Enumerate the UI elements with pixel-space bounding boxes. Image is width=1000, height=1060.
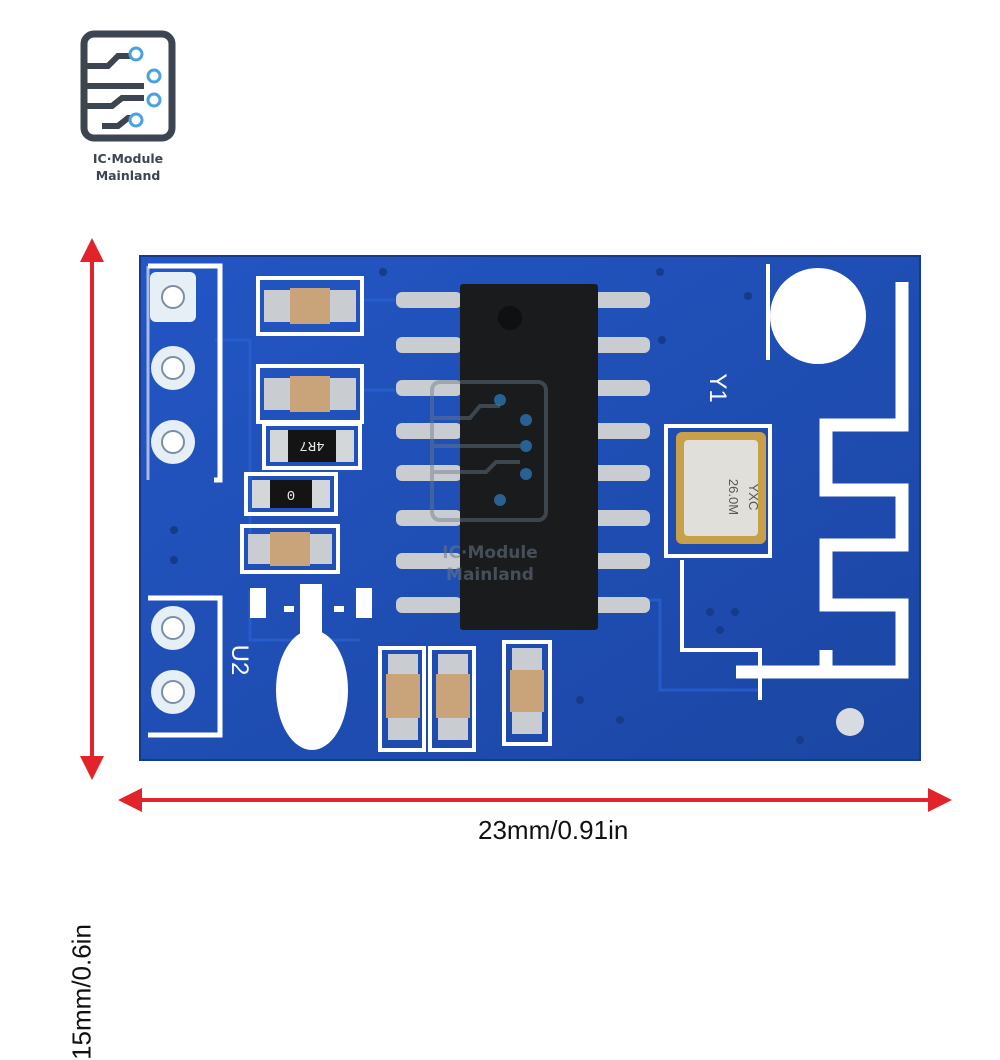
watermark-line2: Mainland <box>446 565 534 585</box>
zero-ohm-marking: 0 <box>287 489 295 505</box>
watermark-line1: IC·Module <box>442 543 537 563</box>
watermark-icon <box>430 380 548 522</box>
smd-capacitor-3 <box>240 524 340 574</box>
resistor-marking: 4R7 <box>299 437 324 453</box>
header-pins-bottom <box>151 606 195 714</box>
u2-label: U2 <box>226 645 253 676</box>
smd-resistor-zero: 0 <box>244 472 338 516</box>
smd-capacitor-5 <box>428 646 476 752</box>
ic-pins-left <box>396 292 462 613</box>
ic-pins-right <box>584 292 650 613</box>
header-pins-top <box>150 272 196 464</box>
pcb-antenna-trace <box>736 282 909 679</box>
crystal-marking-1: YXC <box>746 484 761 511</box>
fiducial-mark <box>836 708 864 736</box>
smd-capacitor-2 <box>256 364 364 424</box>
smd-capacitor-1 <box>256 276 364 336</box>
smd-capacitor-6 <box>502 640 552 746</box>
height-label-text: 15mm/0.6in <box>66 924 97 1060</box>
crystal-y1: YXC 26.0M <box>664 424 772 558</box>
smd-capacitor-4 <box>378 646 426 752</box>
main-ic-chip <box>460 284 598 630</box>
regulator-u2: U2 <box>226 584 372 750</box>
pcb-module-illustration: 4R7 0 U2 <box>139 255 921 761</box>
crystal-marking-2: 26.0M <box>726 479 741 515</box>
smd-resistor-4r7: 4R7 <box>262 422 362 470</box>
width-label-text: 23mm/0.91in <box>478 815 629 845</box>
brand-logo-line2: Mainland <box>95 168 161 183</box>
brand-logo-text: IC·Module Mainland <box>70 150 186 184</box>
brand-logo-line1: IC·Module <box>92 151 164 166</box>
brand-logo-icon <box>80 30 176 142</box>
mounting-hole <box>770 268 866 364</box>
crystal-ref-label: Y1 <box>704 373 731 402</box>
